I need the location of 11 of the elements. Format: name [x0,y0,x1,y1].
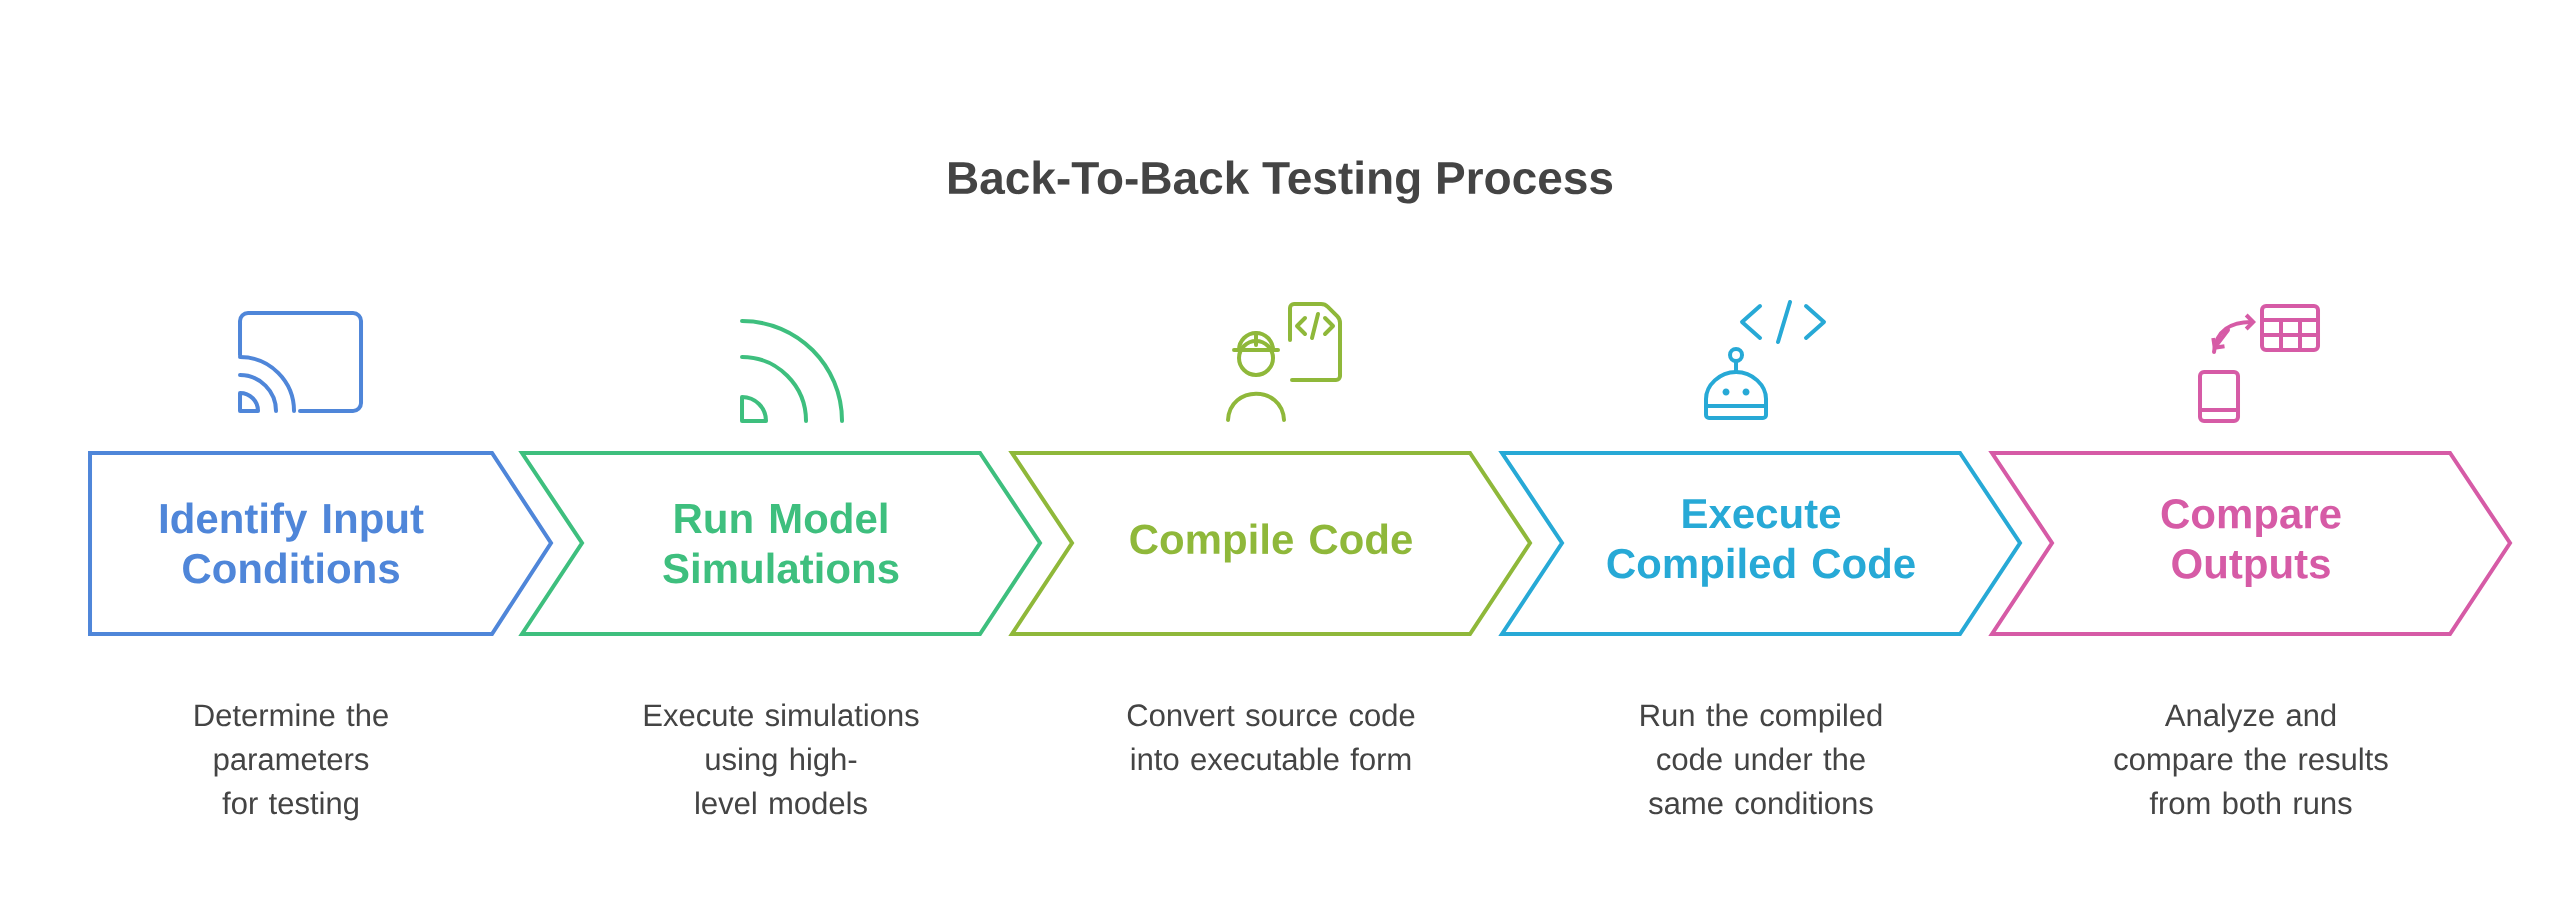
description: Execute simulations using high-level models [644,703,919,815]
process-step: Compare Outputs [1988,451,2513,636]
description: Run the compiled code under the same conditions [1641,703,1882,815]
process-step: Compile Code [1008,451,1533,636]
description: Analyze and compare the results from both runs [2114,703,2388,815]
process-step: Identify Input Conditions [88,451,554,636]
title: Back-To-Back Testing Process [949,160,1613,204]
description: Convert source code into executable form [1127,703,1415,771]
process-step: Execute Compiled Code [1498,451,2023,636]
process-step: Run Model Simulations [518,451,1043,636]
description: Determine the parameters for testing [195,703,388,821]
